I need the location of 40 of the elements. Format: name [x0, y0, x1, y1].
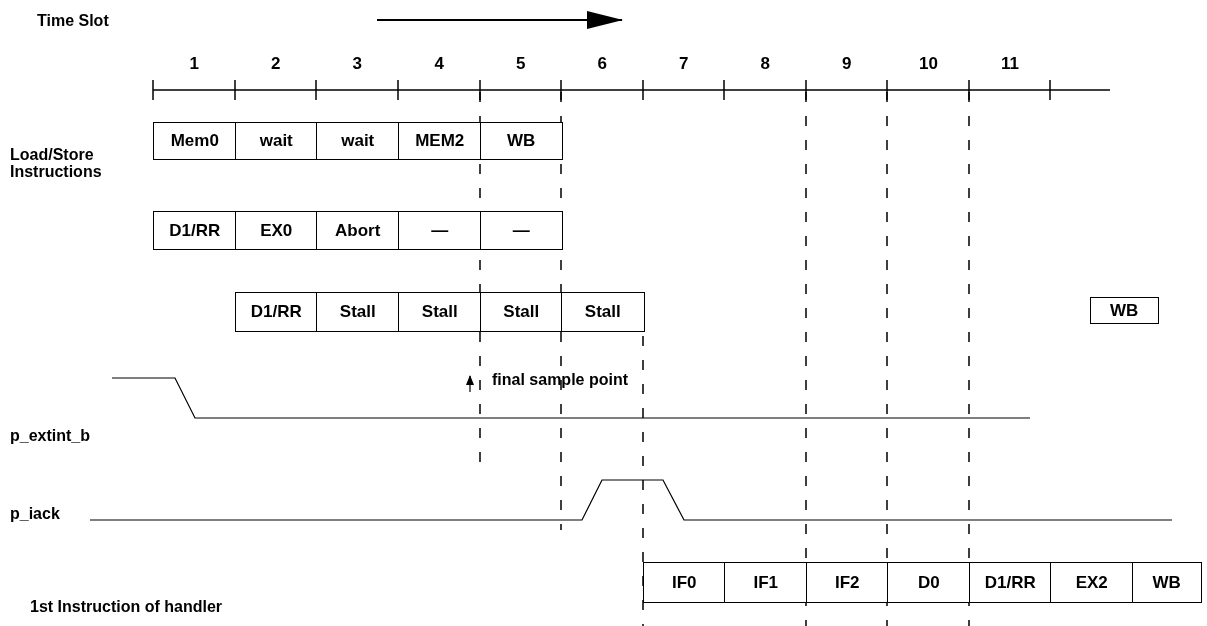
pipeline-stage-box: WB: [480, 122, 563, 160]
pipeline-stage-box: Stall: [316, 292, 400, 332]
pipeline-stage-box: IF1: [724, 562, 808, 603]
pipeline-stage-box: Stall: [398, 292, 482, 332]
slot-number: 10: [919, 55, 938, 72]
slot-number: 3: [352, 55, 362, 72]
slot-number: 1: [189, 55, 199, 72]
pipeline-stage-box: D0: [887, 562, 971, 603]
pipeline-stage-box: WB: [1090, 297, 1159, 324]
pipeline-stage-box: EX2: [1050, 562, 1134, 603]
pipeline-stage-box: IF0: [643, 562, 726, 603]
pipeline-stage-box: Abort: [316, 211, 400, 250]
pipeline-stage-box: wait: [235, 122, 318, 160]
slot-number: 11: [1001, 55, 1019, 72]
slot-number: 6: [597, 55, 607, 72]
pipeline-stage-box: IF2: [806, 562, 889, 603]
pipeline-stage-box: —: [480, 211, 563, 250]
pipeline-stage-box: WB: [1132, 562, 1202, 603]
signal-name: p_iack: [10, 505, 60, 522]
signal-name: p_extint_b: [10, 427, 90, 444]
pipeline-stage-box: D1/RR: [969, 562, 1052, 603]
pipeline-stage-box: —: [398, 211, 482, 250]
pipeline-stage-box: D1/RR: [235, 292, 318, 332]
pipeline-stage-box: Mem0: [153, 122, 237, 160]
slot-number: 7: [679, 55, 689, 72]
slot-number: 8: [760, 55, 770, 72]
pipeline-stage-box: Stall: [480, 292, 563, 332]
pipeline-stage-box: MEM2: [398, 122, 482, 160]
annotation: final sample point: [492, 371, 628, 388]
pipeline-stage-box: Stall: [561, 292, 645, 332]
slot-number: 2: [271, 55, 281, 72]
axis-title: Time Slot: [37, 12, 109, 29]
row-label: Load/Store Instructions: [10, 146, 103, 180]
pipeline-stage-box: wait: [316, 122, 400, 160]
slot-number: 9: [842, 55, 852, 72]
slot-number: 5: [516, 55, 526, 72]
pipeline-stage-box: EX0: [235, 211, 318, 250]
row-label: 1st Instruction of handler: [30, 598, 222, 615]
slot-number: 4: [434, 55, 444, 72]
pipeline-stage-box: D1/RR: [153, 211, 237, 250]
